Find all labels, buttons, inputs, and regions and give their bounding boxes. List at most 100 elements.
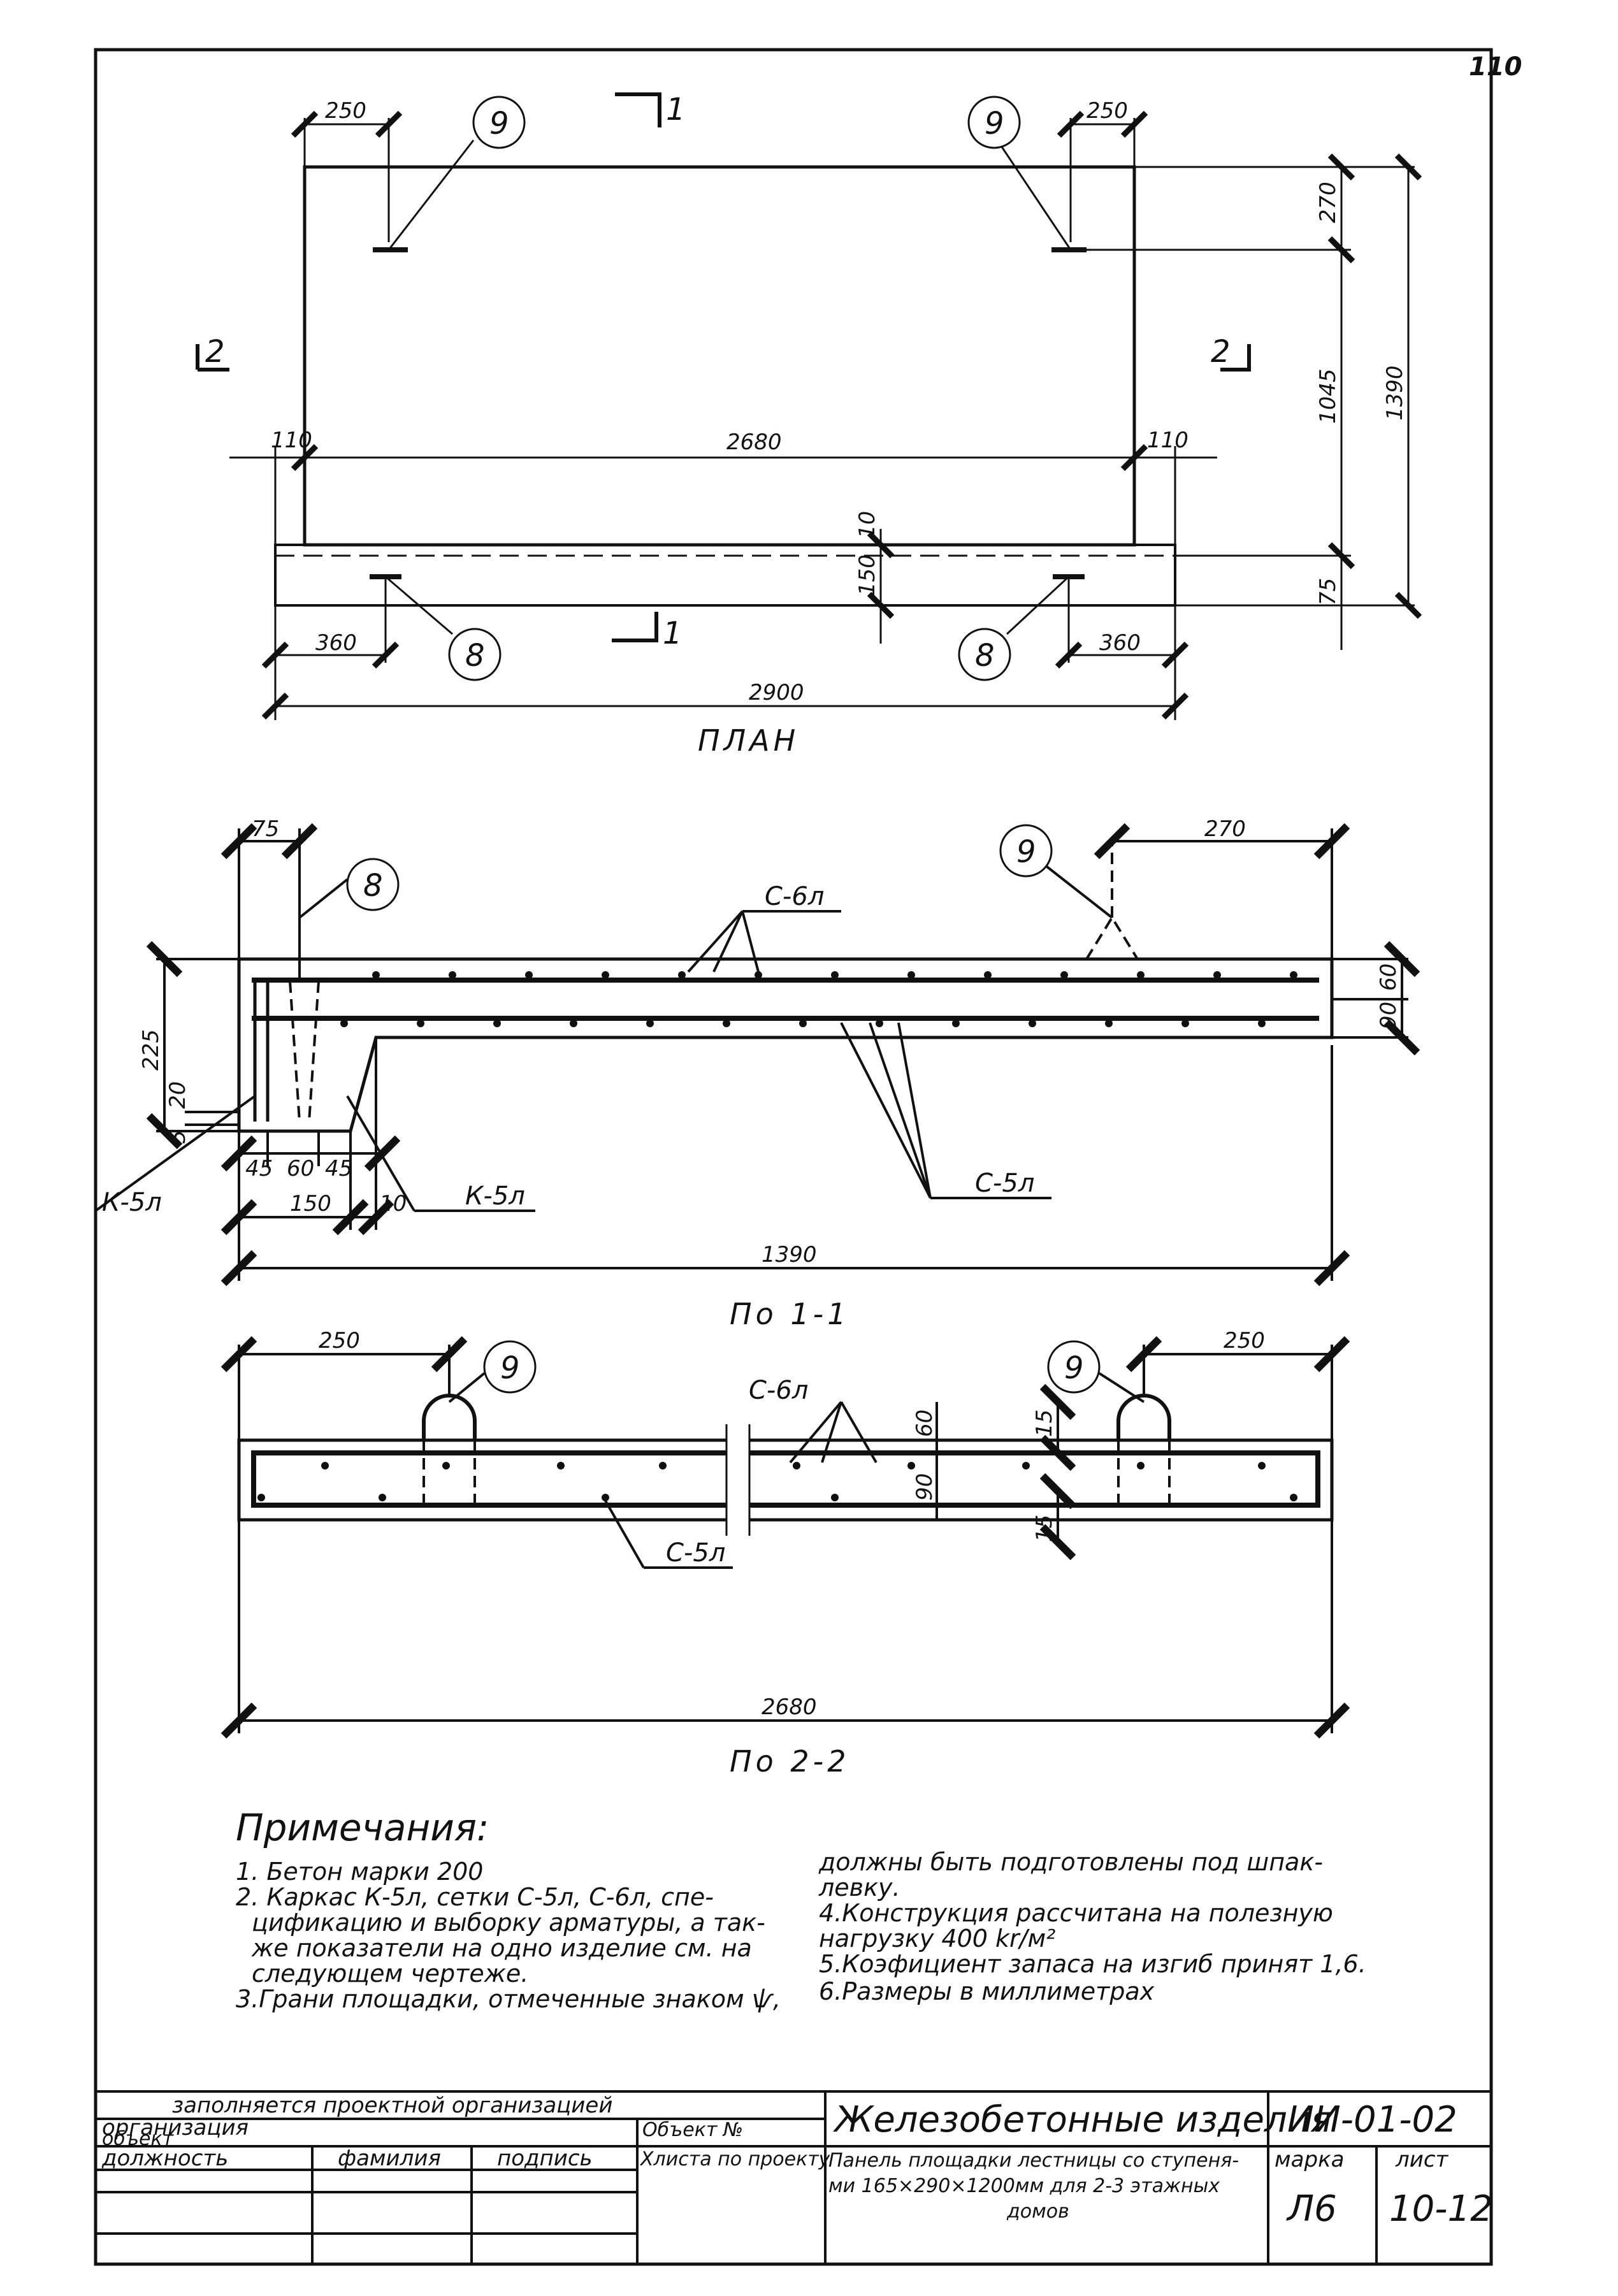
section-mark-2-right: 2 <box>1211 334 1231 370</box>
callout-9-s2-left <box>483 1340 537 1394</box>
dim-plan-270: 270 <box>1315 182 1341 223</box>
svg-text:9: 9 <box>985 106 1004 141</box>
tb-mark-label: марка <box>1275 2147 1344 2172</box>
note-left-2: 2. Каркас К-5л, сетки С-5л, С-6л, спе- <box>236 1883 714 1911</box>
tb-mark-value: Л6 <box>1286 2188 1337 2230</box>
svg-text:15: 15 <box>1032 1515 1057 1542</box>
section-1-1-outline <box>237 957 1334 1133</box>
callout-8-left <box>448 628 502 681</box>
dim-plan-1390: 1390 <box>1382 365 1408 421</box>
svg-text:60: 60 <box>287 1156 314 1181</box>
svg-text:9: 9 <box>1064 1350 1084 1386</box>
dim-plan-2900: 2900 <box>749 680 804 705</box>
svg-text:20: 20 <box>165 1081 191 1109</box>
dim-plan-110-right: 110 <box>1147 428 1188 453</box>
tb-object: объект <box>102 2128 175 2150</box>
svg-text:60: 60 <box>912 1410 937 1437</box>
tb-position: должность <box>101 2146 228 2171</box>
note-left-3: цификацию и выборку арматуры, а так- <box>252 1909 765 1937</box>
svg-text:250: 250 <box>1224 1328 1265 1354</box>
svg-text:45: 45 <box>245 1156 273 1181</box>
label-k5l-right: К-5л <box>465 1181 525 1211</box>
svg-text:15: 15 <box>1032 1410 1057 1437</box>
plan-view <box>229 110 1422 720</box>
svg-text:1390: 1390 <box>762 1242 817 1267</box>
dim-plan-360-left: 360 <box>315 630 357 656</box>
tb-org: организация <box>102 2115 249 2141</box>
tb-sheet-label: лист <box>1395 2147 1449 2172</box>
section-1-1 <box>94 823 1420 1287</box>
section-mark-2-left: 2 <box>205 334 225 370</box>
note-left-1: 1. Бетон марки 200 <box>236 1858 483 1886</box>
svg-text:270: 270 <box>1204 816 1246 842</box>
section-2-2-outline <box>237 1438 1334 1522</box>
svg-text:8: 8 <box>465 638 485 674</box>
svg-text:60: 60 <box>1376 964 1401 991</box>
tb-desc-2: ми 165×290×1200мм для 2-3 этажных <box>828 2175 1220 2197</box>
note-right-4: нагрузку 400 kr/м² <box>819 1924 1055 1953</box>
dim-plan-2680: 2680 <box>726 430 782 455</box>
label-c5l-1: С-5л <box>975 1169 1034 1198</box>
svg-text:9: 9 <box>500 1350 520 1386</box>
title-block <box>96 2090 1491 2264</box>
svg-text:225: 225 <box>138 1029 164 1071</box>
sheet-frame <box>94 48 1493 2266</box>
tb-desc-3: домов <box>1006 2200 1069 2223</box>
label-c6l-1: С-6л <box>765 882 824 911</box>
label-c5l-2: С-5л <box>666 1538 725 1568</box>
tb-surname: фамилия <box>338 2146 441 2171</box>
plan-strip <box>274 544 1176 607</box>
tb-sheet-value: 10-12 <box>1389 2188 1493 2230</box>
callout-9-section <box>999 824 1053 877</box>
tb-desc-1: Панель площадки лестницы со ступеня- <box>828 2149 1239 2172</box>
page-number: 110 <box>1469 52 1522 82</box>
callout-9-s2-right <box>1047 1340 1101 1394</box>
section-2-2-title: По 2-2 <box>730 1744 850 1779</box>
section-1-1-title: По 1-1 <box>730 1297 850 1331</box>
svg-text:75: 75 <box>252 816 279 842</box>
note-right-3: 4.Конструкция рассчитана на полезную <box>819 1899 1333 1927</box>
section-marks <box>196 92 1251 642</box>
svg-text:250: 250 <box>319 1328 360 1354</box>
tb-sheets: Хлиста по проекту <box>639 2148 831 2170</box>
svg-text:90: 90 <box>912 1473 937 1501</box>
section-mark-1-top: 1 <box>666 92 686 127</box>
note-left-6: 3.Грани площадки, отмеченные знаком ѱ, <box>236 1985 781 2013</box>
dim-plan-110-left: 110 <box>271 428 312 453</box>
section-mark-1-bottom: 1 <box>663 616 683 651</box>
label-k5l-left: К-5л <box>102 1188 162 1217</box>
plan-callouts <box>448 96 1021 681</box>
plan-slab <box>303 165 1136 547</box>
tb-series-code: ИИ-01-02 <box>1287 2099 1457 2141</box>
svg-text:8: 8 <box>975 638 995 674</box>
tb-signature: подпись <box>497 2146 593 2171</box>
section-2-2 <box>220 1336 1350 1739</box>
tb-object-no: Объект № <box>642 2119 743 2141</box>
svg-text:45: 45 <box>325 1156 352 1181</box>
dim-plan-1045: 1045 <box>1315 368 1341 424</box>
dim-plan-360-right: 360 <box>1099 630 1141 656</box>
svg-text:8: 8 <box>363 868 383 904</box>
tb-filled-by: заполняется проектной организацией <box>172 2093 612 2118</box>
note-right-1: должны быть подготовлены под шпак- <box>818 1848 1323 1876</box>
callout-9-left <box>472 96 526 149</box>
dim-plan-75: 75 <box>1315 578 1341 605</box>
svg-text:2680: 2680 <box>762 1694 817 1720</box>
svg-text:9: 9 <box>489 106 509 141</box>
note-right-5: 5.Коэфициент запаса на изгиб принят 1,6. <box>819 1950 1366 1978</box>
note-right-6: 6.Размеры в миллиметрах <box>819 1977 1155 2005</box>
dim-plan-150: 150 <box>855 554 880 596</box>
svg-text:150: 150 <box>290 1191 331 1217</box>
dim-plan-250-left: 250 <box>325 98 366 124</box>
callout-8-section <box>346 858 400 911</box>
callout-9-right <box>967 96 1021 149</box>
callout-8-right <box>958 628 1011 681</box>
note-left-4: же показатели на одно изделие см. на <box>251 1934 752 1962</box>
svg-text:5: 5 <box>165 1130 191 1144</box>
dim-plan-10: 10 <box>855 511 880 538</box>
plan-title: ПЛАН <box>698 723 799 758</box>
tb-series-title: Железобетонные изделия <box>833 2099 1332 2141</box>
note-left-5: следующем чертеже. <box>252 1960 528 1988</box>
svg-text:9: 9 <box>1016 834 1036 870</box>
